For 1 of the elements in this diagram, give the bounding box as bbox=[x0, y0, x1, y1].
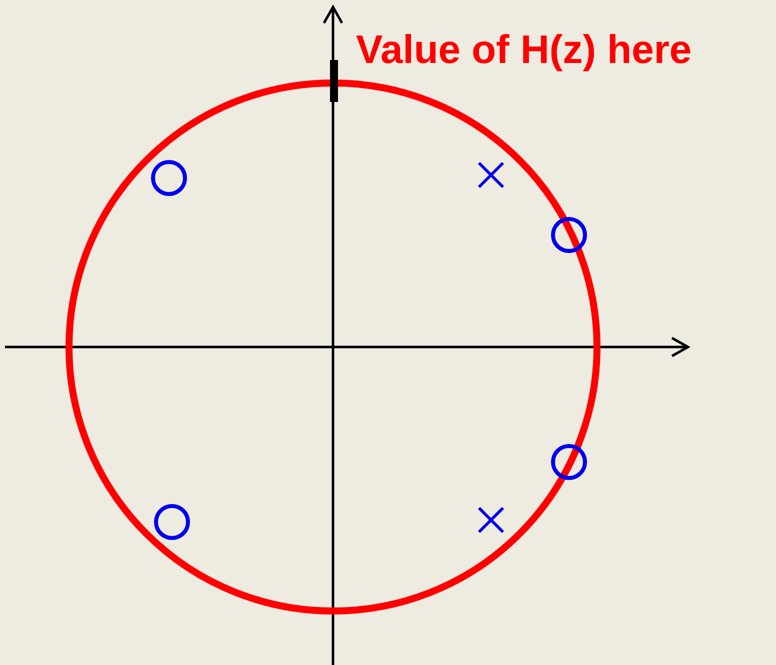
annotation-text: Value of H(z) here bbox=[356, 28, 692, 73]
